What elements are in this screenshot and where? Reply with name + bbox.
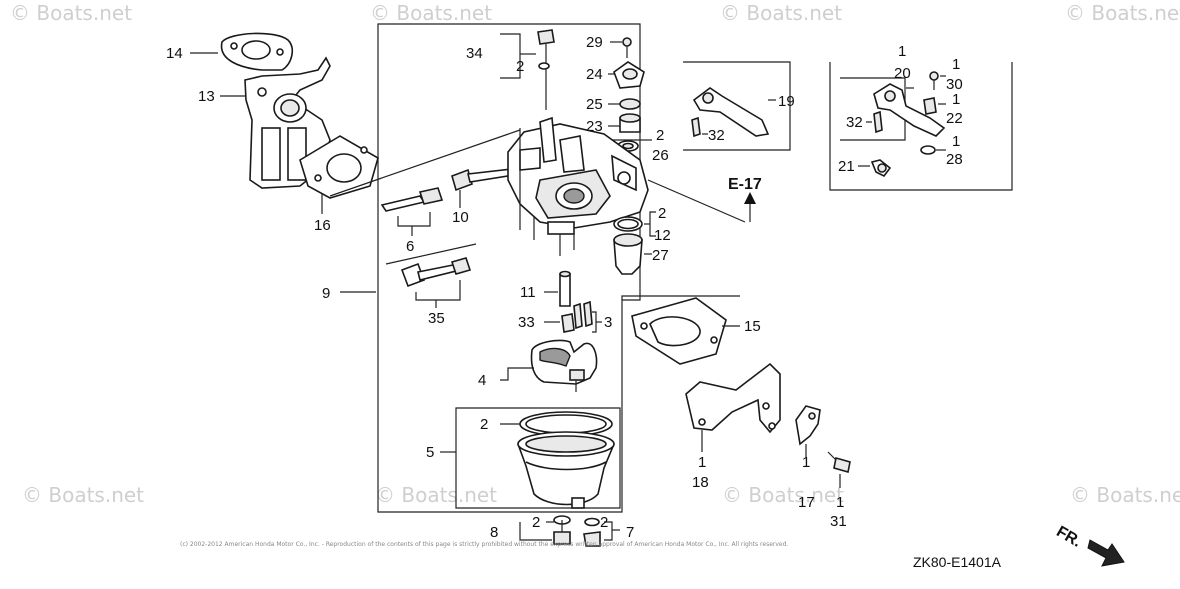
callout-30-qty: 1 xyxy=(952,56,960,73)
callout-32-governor: 32 xyxy=(846,114,863,131)
main-nozzle-holder-27 xyxy=(613,233,643,275)
callout-17: 17 xyxy=(798,494,815,511)
watermark-top-left: © Boats.net xyxy=(10,1,132,25)
callout-20-qty: 1 xyxy=(898,43,906,60)
callout-13: 13 xyxy=(198,88,215,105)
cable-clip-17 xyxy=(795,405,821,446)
callout-4: 4 xyxy=(478,372,486,389)
callout-31: 31 xyxy=(830,513,847,530)
callout-19: 19 xyxy=(778,93,795,110)
gasket-12 xyxy=(613,216,643,232)
callout-12-qty: 2 xyxy=(658,205,666,222)
watermark-bottom-center: © Boats.net xyxy=(375,483,497,507)
callout-labels: 14 13 16 10 6 9 35 34 2 29 24 25 23 2 26… xyxy=(166,34,963,541)
e17-reference-arrow xyxy=(744,192,756,222)
jet-set-3 xyxy=(573,300,593,330)
callout-35: 35 xyxy=(428,310,445,327)
callout-15: 15 xyxy=(744,318,761,335)
diagram-code: ZK80-E1401A xyxy=(913,554,1002,570)
watermark-top-far-right: © Boats.net xyxy=(1065,1,1180,25)
washer-34 xyxy=(538,62,550,70)
carburetor-gasket-15 xyxy=(631,297,727,365)
callout-32-throttle: 32 xyxy=(708,127,725,144)
callout-34: 34 xyxy=(466,45,483,62)
watermark-bottom-left: © Boats.net xyxy=(22,483,144,507)
spring-21 xyxy=(870,159,892,178)
callout-8: 8 xyxy=(490,524,498,541)
governor-arm-20 xyxy=(873,83,946,137)
throttle-lever-19 xyxy=(691,87,770,138)
washer-28 xyxy=(920,145,936,155)
callout-11: 11 xyxy=(520,284,536,301)
carburetor-gasket-16 xyxy=(299,135,379,199)
watermark-top-center: © Boats.net xyxy=(370,1,492,25)
front-indicator-label: FR. xyxy=(1053,523,1084,551)
callout-17-qty: 1 xyxy=(802,454,810,471)
watermark-bottom-right: © Boats.net xyxy=(722,483,844,507)
carburetor-body xyxy=(507,116,649,256)
callout-34-qty: 2 xyxy=(516,58,524,75)
screw-29 xyxy=(622,37,632,58)
float-4 xyxy=(530,339,598,385)
callout-26: 26 xyxy=(652,147,669,164)
spring-22 xyxy=(923,97,937,115)
callout-21: 21 xyxy=(838,158,855,175)
seal-25 xyxy=(619,98,641,110)
callout-22-qty: 1 xyxy=(952,91,960,108)
float-valve-seat-11 xyxy=(559,270,571,307)
callout-10: 10 xyxy=(452,209,469,226)
bolt-30 xyxy=(929,71,939,90)
callout-28: 28 xyxy=(946,151,963,168)
rod-32 xyxy=(873,110,883,134)
bolt-31 xyxy=(827,451,851,474)
callout-20: 20 xyxy=(894,65,911,82)
drain-screw-7 xyxy=(583,517,601,547)
jet-holder-23 xyxy=(619,113,641,133)
callout-24: 24 xyxy=(586,66,603,83)
callout-26-qty: 2 xyxy=(656,127,664,144)
callout-31-qty: 1 xyxy=(836,494,844,511)
front-direction-arrow: FR. xyxy=(1053,523,1125,567)
callout-2: 2 xyxy=(480,416,488,433)
callout-6: 6 xyxy=(406,238,414,255)
float-chamber-bolt-8 xyxy=(553,515,571,545)
callout-25: 25 xyxy=(586,96,603,113)
callout-28-qty: 1 xyxy=(952,133,960,150)
float-needle-33 xyxy=(561,313,575,333)
diaphragm-cover-24 xyxy=(613,61,645,89)
callout-9: 9 xyxy=(322,285,330,302)
pilot-screw-set-6 xyxy=(380,187,444,212)
callout-e17: E-17 xyxy=(728,176,762,193)
callout-5: 5 xyxy=(426,444,434,461)
callout-29: 29 xyxy=(586,34,603,51)
callout-27: 27 xyxy=(652,247,669,264)
callout-18-qty: 1 xyxy=(698,454,706,471)
throttle-lever-frame xyxy=(683,61,791,151)
callout-22: 22 xyxy=(946,110,963,127)
callout-18: 18 xyxy=(692,474,709,491)
governor-arm-frame xyxy=(829,62,1013,191)
callout-16: 16 xyxy=(314,217,331,234)
callout-30: 30 xyxy=(946,76,963,93)
watermark-group: © Boats.net © Boats.net © Boats.net © Bo… xyxy=(10,1,1180,507)
bracket-18 xyxy=(685,362,781,434)
copyright-notice: (c) 2002-2012 American Honda Motor Co., … xyxy=(180,541,788,548)
callout-8-qty: 2 xyxy=(532,514,540,531)
drain-screw-set-35 xyxy=(400,257,472,288)
float-chamber-5 xyxy=(517,431,615,509)
insulator-gasket-14 xyxy=(220,32,294,71)
watermark-top-right: © Boats.net xyxy=(720,1,842,25)
callout-14: 14 xyxy=(166,45,183,62)
callout-7: 7 xyxy=(626,524,634,541)
watermark-bottom-far-right: © Boats.net xyxy=(1070,483,1180,507)
callout-3: 3 xyxy=(604,314,612,331)
callout-33: 33 xyxy=(518,314,535,331)
callout-23: 23 xyxy=(586,118,603,135)
screw-34 xyxy=(537,29,555,110)
callout-7-qty: 2 xyxy=(600,514,608,531)
callout-12: 12 xyxy=(654,227,671,244)
